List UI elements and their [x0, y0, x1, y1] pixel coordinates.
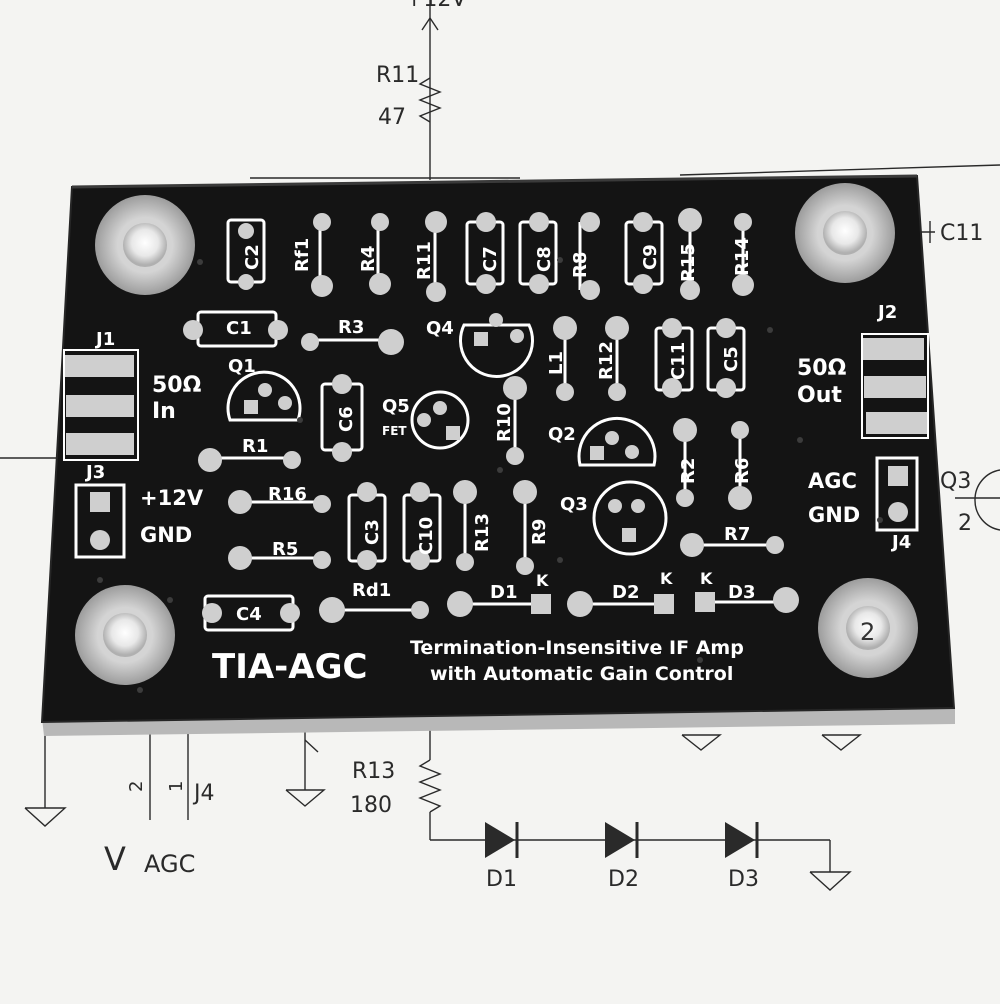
fet-label: FET	[382, 424, 407, 438]
ref-r12: R12	[596, 341, 617, 380]
j4-board-label: J4	[890, 532, 911, 553]
ref-c4: C4	[236, 604, 262, 625]
r13-value: 180	[350, 793, 392, 818]
k3-label: K	[700, 569, 713, 588]
schematic	[0, 0, 1000, 891]
j4-pin1: 1	[166, 781, 187, 792]
pin2-label: 2	[958, 511, 972, 536]
sma-pads	[64, 338, 928, 455]
ref-r13: R13	[472, 513, 493, 552]
ref-r15: R15	[678, 243, 699, 282]
j4-pin2: 2	[126, 781, 147, 792]
j4-label: J4	[192, 781, 215, 806]
r11-ref: R11	[376, 63, 419, 88]
board-title-block: TIA-AGC Termination-Insensitive IF Amp w…	[212, 637, 744, 687]
ref-r8: R8	[570, 252, 591, 278]
ref-q5: Q5	[382, 396, 410, 417]
rail-label: +12V	[405, 0, 466, 12]
ref-r3: R3	[338, 317, 364, 338]
ref-r7: R7	[724, 524, 750, 545]
ref-q1: Q1	[228, 356, 256, 377]
in-line2: In	[152, 399, 176, 424]
ref-d2: D2	[612, 582, 639, 603]
r11-value: 47	[378, 105, 406, 130]
k2-label: K	[660, 569, 673, 588]
ref-l1: L1	[546, 351, 567, 375]
ref-c9: C9	[640, 244, 661, 270]
schematic-diodes	[485, 822, 759, 858]
tht-pads	[90, 208, 908, 623]
gnd-left-label: GND	[140, 523, 192, 547]
ref-r14: R14	[732, 237, 753, 276]
ref-c2: C2	[242, 244, 263, 270]
agc-label: AGC	[808, 469, 857, 493]
d1-label: D1	[486, 867, 517, 892]
ref-q3: Q3	[560, 494, 588, 515]
ref-d1: D1	[490, 582, 517, 603]
ref-c6: C6	[336, 406, 357, 432]
vagc-sub: AGC	[144, 850, 195, 878]
ref-c8: C8	[534, 246, 555, 272]
board-subtitle-1: Termination-Insensitive IF Amp	[410, 637, 744, 659]
ref-q2: Q2	[548, 424, 576, 445]
gnd-right-label: GND	[808, 503, 860, 527]
ref-d3: D3	[728, 582, 755, 603]
ref-r11: R11	[414, 241, 435, 280]
ref-r1: R1	[242, 436, 268, 457]
ref-r4: R4	[358, 246, 379, 272]
board-title: TIA-AGC	[212, 647, 367, 687]
ref-c10: C10	[416, 517, 437, 555]
d2-label: D2	[608, 867, 639, 892]
silkscreen-text: J1 J2 J3 J4 50Ω In 50Ω Out +12V GND AGC …	[84, 237, 911, 625]
c11-label: C11	[940, 221, 983, 246]
schematic-labels: +12V R11 47 C11 Q3 2 R13 180 J4 2 1 V AG…	[104, 0, 983, 892]
ref-c5: C5	[721, 346, 742, 372]
ref-c3: C3	[362, 519, 383, 545]
plus12v-label: +12V	[140, 486, 204, 510]
ref-r2: R2	[678, 458, 699, 484]
k1-label: K	[536, 571, 549, 590]
j1-label: J1	[94, 329, 115, 350]
vias	[97, 257, 883, 693]
q3-label: Q3	[940, 469, 971, 494]
ref-r16: R16	[268, 484, 307, 505]
vagc-v: V	[104, 840, 126, 878]
j2-label: J2	[876, 302, 897, 323]
ref-r10: R10	[494, 403, 515, 442]
ref-c7: C7	[480, 246, 501, 272]
out-line1: 50Ω	[797, 356, 847, 381]
d3-label: D3	[728, 867, 759, 892]
j3-label: J3	[84, 462, 105, 483]
ref-r6: R6	[732, 458, 753, 484]
mounting-holes: 2	[75, 183, 918, 685]
ref-rf1: Rf1	[292, 238, 313, 272]
out-line2: Out	[797, 383, 842, 408]
r13-ref: R13	[352, 759, 395, 784]
ref-r9: R9	[529, 519, 550, 545]
ref-r5: R5	[272, 539, 298, 560]
ref-rd1: Rd1	[352, 580, 391, 601]
in-line1: 50Ω	[152, 373, 202, 398]
hole-mark: 2	[860, 618, 875, 646]
ref-q4: Q4	[426, 318, 454, 339]
ref-c11: C11	[668, 342, 689, 380]
board-subtitle-2: with Automatic Gain Control	[430, 663, 733, 685]
ref-c1: C1	[226, 318, 252, 339]
